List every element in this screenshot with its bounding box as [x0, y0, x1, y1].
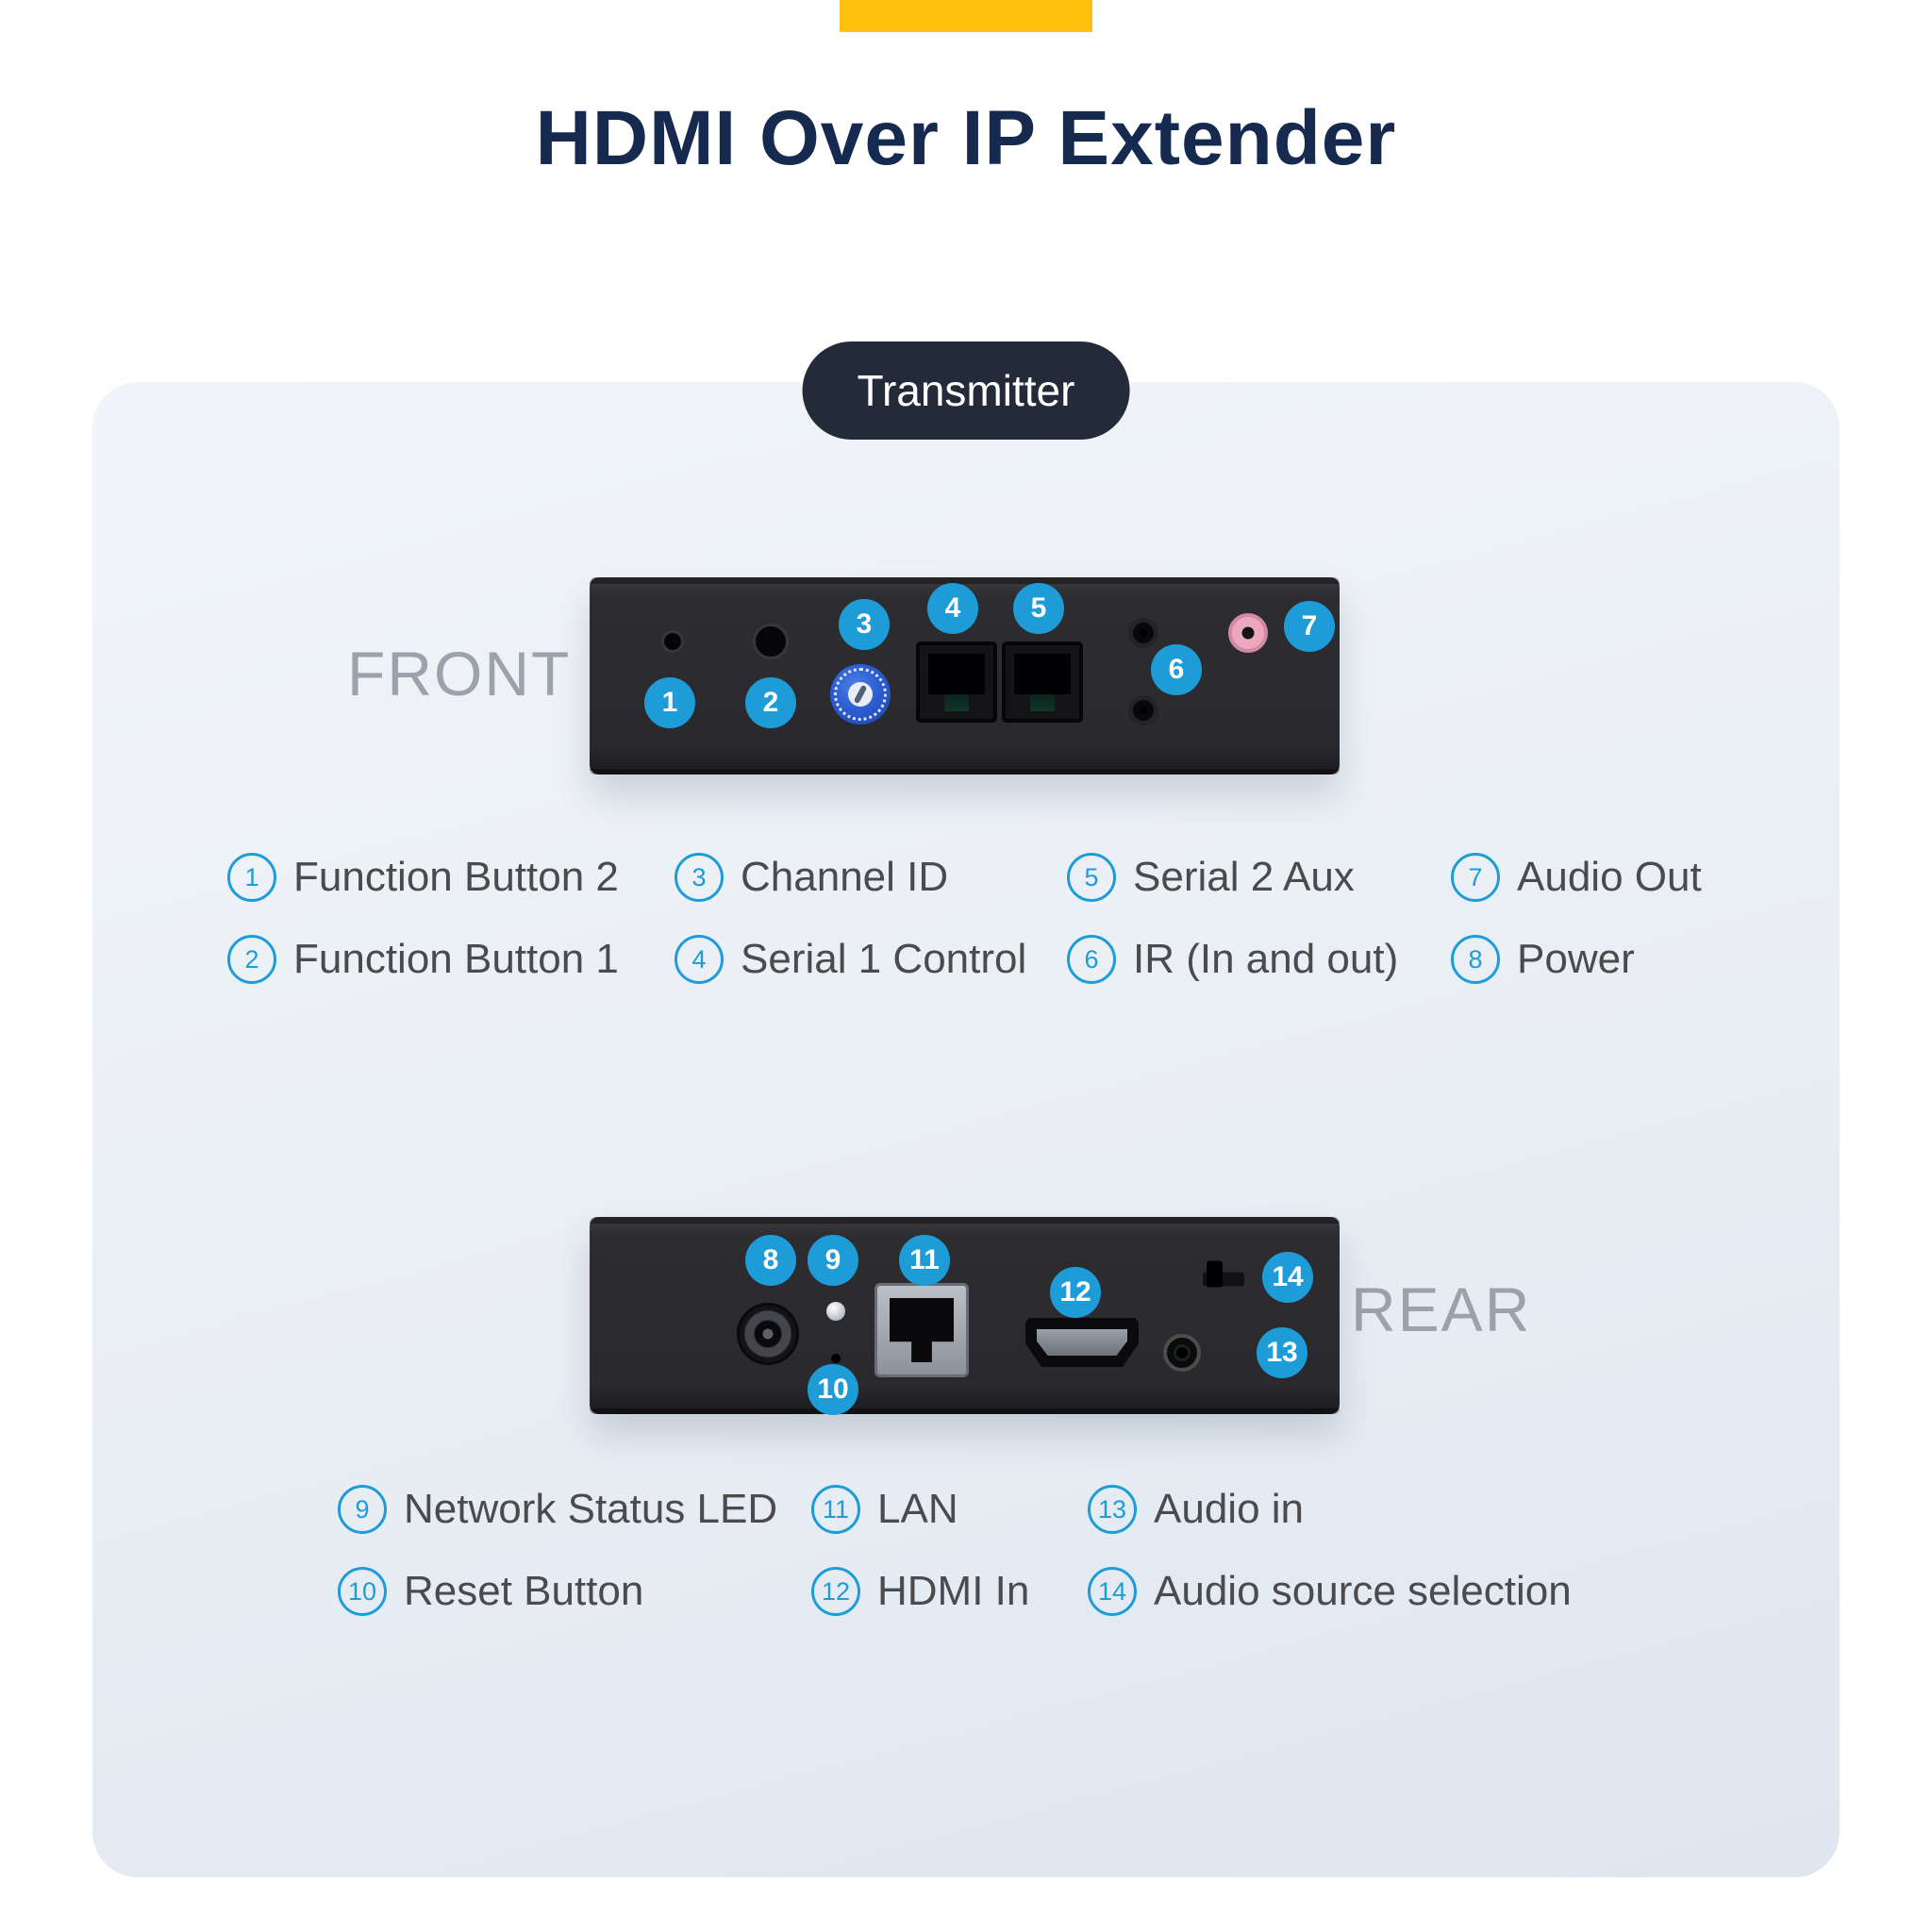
- audio-out-jack: [1228, 613, 1268, 653]
- legend-item-14: 14 Audio source selection: [1088, 1566, 1572, 1617]
- function-button-1-port: [753, 624, 789, 659]
- callout-10: 10: [808, 1364, 858, 1415]
- legend-item-12: 12 HDMI In: [811, 1566, 1029, 1617]
- legend-label: Audio in: [1154, 1486, 1305, 1532]
- legend-item-10: 10 Reset Button: [338, 1566, 643, 1617]
- reset-pinhole: [831, 1354, 841, 1363]
- rear-device-illustration: 8 9 10 11 12 13 14: [590, 1217, 1340, 1415]
- legend-number: 1: [227, 853, 276, 902]
- serial-1-control-port: [916, 641, 997, 723]
- callout-4: 4: [927, 583, 978, 634]
- legend-number: 2: [227, 935, 276, 984]
- legend-number: 4: [675, 935, 724, 984]
- legend-number: 13: [1088, 1485, 1137, 1534]
- callout-13: 13: [1257, 1327, 1307, 1378]
- legend-label: Audio source selection: [1154, 1568, 1572, 1614]
- legend-label: Channel ID: [741, 854, 949, 900]
- legend-item-13: 13 Audio in: [1088, 1484, 1304, 1535]
- legend-item-4: 4 Serial 1 Control: [675, 934, 1026, 985]
- legend-label: IR (In and out): [1133, 936, 1399, 982]
- legend-number: 12: [811, 1567, 860, 1616]
- network-status-led: [826, 1302, 845, 1321]
- callout-1: 1: [644, 677, 695, 728]
- legend-label: LAN: [877, 1486, 958, 1532]
- legend-number: 6: [1067, 935, 1116, 984]
- legend-item-2: 2 Function Button 1: [227, 934, 619, 985]
- transmitter-badge: Transmitter: [802, 341, 1130, 440]
- callout-11: 11: [899, 1235, 950, 1286]
- legend-number: 9: [338, 1485, 387, 1534]
- legend-label: Serial 2 Aux: [1133, 854, 1355, 900]
- legend-label: HDMI In: [877, 1568, 1030, 1614]
- ir-in-jack: [1128, 618, 1158, 648]
- ir-out-jack: [1128, 695, 1158, 725]
- audio-source-switch: [1203, 1260, 1244, 1288]
- legend-item-3: 3 Channel ID: [675, 852, 948, 903]
- legend-number: 3: [675, 853, 724, 902]
- channel-id-dial: [830, 664, 891, 724]
- legend-label: Serial 1 Control: [741, 936, 1027, 982]
- legend-label: Audio Out: [1517, 854, 1702, 900]
- audio-in-jack: [1163, 1334, 1201, 1372]
- legend-number: 14: [1088, 1567, 1137, 1616]
- page-title: HDMI Over IP Extender: [535, 95, 1397, 181]
- callout-14: 14: [1262, 1252, 1313, 1303]
- callout-6: 6: [1151, 644, 1202, 695]
- serial-2-aux-port: [1002, 641, 1083, 723]
- legend-item-6: 6 IR (In and out): [1067, 934, 1398, 985]
- callout-7: 7: [1284, 601, 1335, 652]
- legend-label: Function Button 1: [293, 936, 619, 982]
- legend-number: 7: [1451, 853, 1500, 902]
- lan-port: [874, 1283, 969, 1377]
- legend-item-9: 9 Network Status LED: [338, 1484, 777, 1535]
- rear-view-label: REAR: [1351, 1274, 1532, 1344]
- legend-label: Reset Button: [404, 1568, 644, 1614]
- function-button-2-port: [661, 630, 684, 653]
- legend-item-1: 1 Function Button 2: [227, 852, 619, 903]
- legend-number: 5: [1067, 853, 1116, 902]
- legend-label: Function Button 2: [293, 854, 619, 900]
- front-device-illustration: 1 2 3 4 5 6 7: [590, 577, 1340, 774]
- callout-2: 2: [745, 677, 796, 728]
- legend-item-7: 7 Audio Out: [1451, 852, 1702, 903]
- callout-5: 5: [1013, 583, 1064, 634]
- legend-label: Network Status LED: [404, 1486, 778, 1532]
- callout-3: 3: [839, 599, 890, 650]
- callout-9: 9: [808, 1235, 858, 1286]
- legend-number: 8: [1451, 935, 1500, 984]
- legend-item-5: 5 Serial 2 Aux: [1067, 852, 1355, 903]
- legend-number: 10: [338, 1567, 387, 1616]
- hdmi-in-port: [1025, 1318, 1139, 1367]
- callout-12: 12: [1050, 1267, 1101, 1318]
- callout-8: 8: [745, 1235, 796, 1286]
- legend-item-11: 11 LAN: [811, 1484, 958, 1535]
- dial-pointer: [848, 682, 873, 707]
- power-jack: [737, 1303, 799, 1365]
- legend-label: Power: [1517, 936, 1635, 982]
- legend-number: 11: [811, 1485, 860, 1534]
- front-view-label: FRONT: [347, 639, 572, 708]
- legend-item-8: 8 Power: [1451, 934, 1635, 985]
- accent-tab: [840, 0, 1092, 32]
